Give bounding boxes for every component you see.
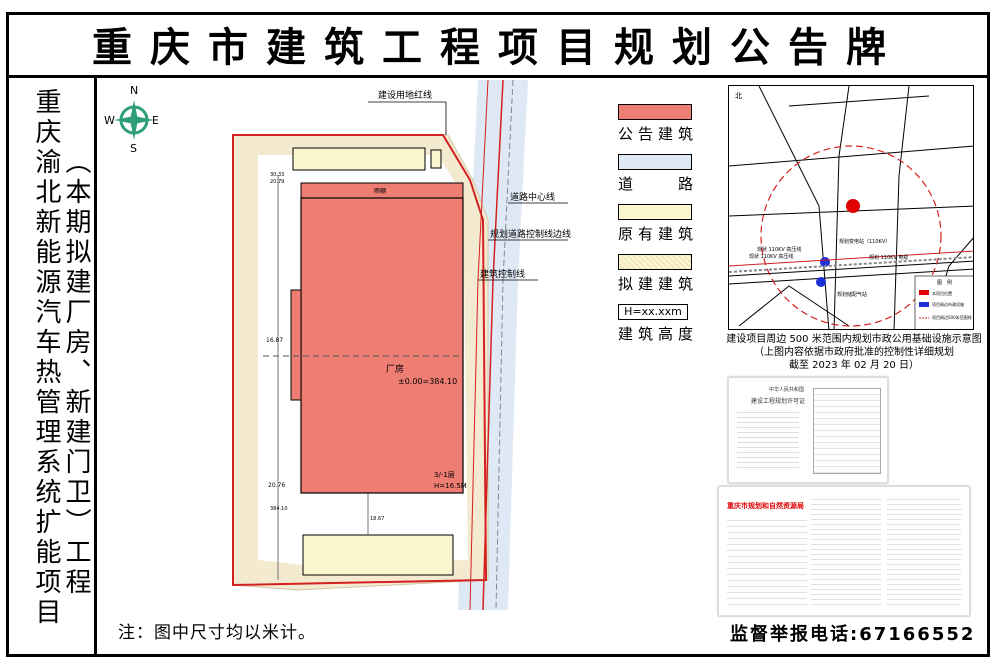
project-name-column: 重庆渝北新能源汽车热管理系统扩能项目 （本期拟建厂房、新建门卫）工程 bbox=[9, 78, 97, 654]
label-road-center: 道路中心线 bbox=[510, 191, 555, 203]
notice-text-block-2 bbox=[811, 495, 881, 605]
legend-label-road: 道 路 bbox=[618, 175, 699, 193]
map-caption-line3: 截至 2023 年 02 月 20 日） bbox=[789, 360, 919, 371]
label-building-control: 建筑控制线 bbox=[480, 268, 525, 280]
project-name-line2: （本期拟建厂房、新建门卫）工程 bbox=[61, 148, 91, 598]
gas-station-marker bbox=[816, 277, 826, 287]
existing-building-south bbox=[302, 534, 454, 576]
compass-w: W bbox=[104, 114, 115, 127]
project-name-line1: 重庆渝北新能源汽车热管理系统扩能项目 bbox=[31, 88, 61, 628]
label-elevation: ±0.00=384.10 bbox=[398, 377, 457, 386]
map-caption-line2: （上图内容依据市政府批准的控制性详细规划 bbox=[754, 347, 954, 358]
project-location-marker bbox=[846, 199, 860, 213]
location-map: 北 规划变电站（110KV） 现状 110KV 高压线 现状 110KV 高压线… bbox=[728, 85, 974, 330]
label-building-name: 厂房 bbox=[386, 363, 404, 375]
legend: 公告建筑 道 路 原有建筑 拟建建筑 H=xx.xxm 建筑高度 bbox=[614, 104, 714, 354]
red-line bbox=[232, 134, 488, 587]
label-canopy: 雨棚 bbox=[374, 187, 386, 195]
map-legend-item-3: 项目周边500米范围线 bbox=[932, 314, 972, 320]
dim-1: 16.87 bbox=[266, 337, 283, 344]
location-map-graphic: 北 规划变电站（110KV） 现状 110KV 高压线 现状 110KV 高压线… bbox=[729, 86, 973, 329]
map-caption: 建设项目周边 500 米范围内规划市政公用基础设施示意图 （上图内容依据市政府批… bbox=[726, 333, 982, 372]
legend-swatch-planned bbox=[618, 254, 692, 270]
notice-text-block-1 bbox=[727, 515, 807, 605]
legend-height-box: H=xx.xxm bbox=[618, 304, 688, 320]
factory-building bbox=[300, 197, 464, 494]
legend-swatch-road bbox=[618, 154, 692, 170]
map-label-hv2: 现状 110KV 高压线 bbox=[749, 253, 793, 260]
map-label-gas: 规划储配气站 bbox=[837, 291, 867, 298]
map-north-label: 北 bbox=[735, 92, 742, 100]
legend-height-label: 建筑高度 bbox=[618, 325, 699, 343]
legend-label-existing: 原有建筑 bbox=[618, 225, 699, 243]
footer-note: 注：图中尺寸均以米计。 bbox=[118, 623, 316, 643]
supervision-phone: 监督举报电话:67166552 bbox=[730, 624, 976, 645]
dim-6: 18.67 bbox=[370, 516, 384, 522]
label-planned-road-edge: 规划道路控制线边线 bbox=[490, 228, 571, 240]
permit-table bbox=[813, 388, 881, 474]
legend-label-planned: 拟建建筑 bbox=[618, 275, 699, 293]
board-title: 重庆市建筑工程项目规划公告牌 bbox=[6, 12, 990, 78]
permit-title: 建设工程规划许可证 bbox=[751, 398, 806, 405]
range-500m-circle bbox=[760, 145, 942, 327]
existing-building-north bbox=[292, 147, 426, 171]
permit-header: 中华人民共和国 bbox=[769, 387, 805, 393]
map-label-substation: 规划变电站（110KV） bbox=[839, 238, 890, 245]
dim-3: 30.33 bbox=[270, 172, 284, 178]
label-floors: 3/-1层 bbox=[434, 471, 455, 479]
notice-text-block-3 bbox=[887, 495, 961, 605]
label-red-line: 建设用地红线 bbox=[378, 89, 432, 101]
map-label-hv1: 现状 110KV 高压线 bbox=[757, 246, 801, 253]
map-caption-line1: 建设项目周边 500 米范围内规划市政公用基础设施示意图 bbox=[726, 334, 982, 345]
map-label-cable: 规划 110KV 电缆 bbox=[869, 254, 908, 261]
legend-swatch-existing bbox=[618, 204, 692, 220]
permit-text-block bbox=[737, 408, 799, 468]
dim-5: 384.10 bbox=[270, 506, 288, 512]
planning-permit-document: 中华人民共和国 建设工程规划许可证 bbox=[728, 377, 888, 483]
site-plan: 建设用地红线 道路中心线 规划道路控制线边线 建筑控制线 雨棚 厂房 ±0.00… bbox=[98, 80, 618, 610]
dim-2: 20.76 bbox=[268, 482, 285, 489]
label-height: H=16.5M bbox=[434, 482, 467, 490]
dim-4: 20.79 bbox=[270, 179, 284, 185]
compass-e: E bbox=[152, 114, 159, 127]
board-frame bbox=[6, 12, 990, 657]
legend-swatch-announced bbox=[618, 104, 692, 120]
legend-label-announced: 公告建筑 bbox=[618, 125, 699, 143]
map-legend-title: 图 例 bbox=[937, 279, 952, 286]
bureau-notice-document: 重庆市规划和自然资源局 bbox=[718, 486, 970, 616]
compass-s: S bbox=[130, 142, 137, 154]
compass-icon: N S E W bbox=[104, 84, 159, 154]
map-legend-item-2: 项目周边市政设施 bbox=[932, 301, 964, 307]
map-legend-item-1: 本项目位置 bbox=[932, 290, 952, 296]
bureau-name: 重庆市规划和自然资源局 bbox=[727, 502, 804, 510]
compass-n: N bbox=[130, 84, 138, 97]
